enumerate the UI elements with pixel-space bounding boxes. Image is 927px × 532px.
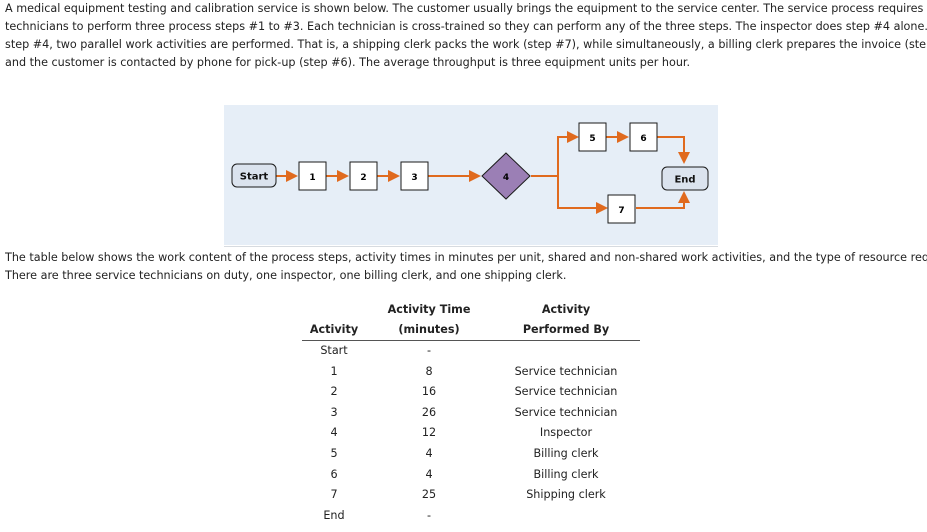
process-flow-svg: Start 1 2 3 4 5 6 7 End bbox=[231, 122, 709, 224]
table-row: End - bbox=[302, 506, 640, 527]
step-label-3: 3 bbox=[411, 173, 417, 183]
table-row: 7 25 Shipping clerk bbox=[302, 485, 640, 506]
process-flow-diagram: Start 1 2 3 4 5 6 7 End bbox=[224, 105, 718, 245]
cell-performed-by: Shipping clerk bbox=[526, 488, 606, 502]
header-spacer bbox=[302, 300, 366, 320]
cell-time: 8 bbox=[425, 364, 433, 378]
cell-activity: Start bbox=[320, 344, 348, 357]
step-label-7: 7 bbox=[618, 206, 624, 216]
table-intro-line: The table below shows the work content o… bbox=[5, 251, 927, 264]
header-by-line2: Performed By bbox=[492, 320, 640, 341]
cell-activity: 1 bbox=[330, 364, 338, 378]
step-label-2: 2 bbox=[360, 173, 366, 183]
arrow-7-end bbox=[636, 191, 690, 209]
intro-paragraph: A medical equipment testing and calibrat… bbox=[5, 0, 927, 72]
table-intro-paragraph: The table below shows the work content o… bbox=[5, 249, 927, 285]
table-row: 5 4 Billing clerk bbox=[302, 444, 640, 465]
cell-time: 12 bbox=[421, 426, 437, 440]
start-label: Start bbox=[240, 172, 269, 183]
cell-performed-by: Billing clerk bbox=[533, 446, 599, 460]
header-time-line1: Activity Time bbox=[387, 303, 471, 316]
arrow-4-7 bbox=[557, 176, 608, 214]
cell-activity: 3 bbox=[330, 405, 338, 419]
cell-activity: 2 bbox=[330, 385, 338, 399]
cell-activity: 7 bbox=[330, 488, 338, 502]
arrow-6-end bbox=[657, 136, 690, 164]
diagram-divider bbox=[224, 246, 718, 247]
inspection-diamond bbox=[481, 152, 531, 200]
table-row: 6 4 Billing clerk bbox=[302, 465, 640, 486]
activity-table: Activity Time Activity Activity (minutes… bbox=[302, 300, 640, 526]
intro-line: A medical equipment testing and calibrat… bbox=[5, 2, 927, 15]
cell-time: 26 bbox=[421, 405, 437, 419]
table-row: 2 16 Service technician bbox=[302, 382, 640, 403]
end-terminal bbox=[661, 166, 709, 191]
header-time-line2: (minutes) bbox=[366, 320, 492, 341]
table-row: Start - bbox=[302, 341, 640, 362]
step-label-6: 6 bbox=[640, 134, 646, 144]
step-box-5 bbox=[578, 122, 607, 152]
intro-line: technicians to perform three process ste… bbox=[5, 20, 927, 33]
step-box-3 bbox=[400, 161, 429, 191]
cell-performed-by bbox=[492, 341, 640, 362]
intro-line: step #4, two parallel work activities ar… bbox=[5, 38, 927, 51]
step-box-1 bbox=[298, 161, 327, 191]
cell-performed-by: Service technician bbox=[514, 364, 618, 378]
step-box-2 bbox=[349, 161, 378, 191]
cell-activity: 6 bbox=[330, 467, 338, 481]
cell-time: 25 bbox=[421, 488, 437, 502]
table-intro-line: There are three service technicians on d… bbox=[5, 269, 567, 282]
table-header-row-top: Activity Time Activity bbox=[302, 300, 640, 320]
step-label-4: 4 bbox=[503, 173, 509, 183]
cell-activity: 5 bbox=[330, 446, 338, 460]
table-row: 4 12 Inspector bbox=[302, 423, 640, 444]
cell-time: - bbox=[426, 344, 432, 357]
table-header-row-bottom: Activity (minutes) Performed By bbox=[302, 320, 640, 341]
cell-time: 4 bbox=[425, 467, 433, 481]
cell-performed-by: Service technician bbox=[514, 385, 618, 399]
step-label-5: 5 bbox=[589, 134, 595, 144]
cell-performed-by: Service technician bbox=[514, 405, 618, 419]
cell-performed-by: Inspector bbox=[539, 426, 593, 440]
intro-line: and the customer is contacted by phone f… bbox=[5, 56, 691, 69]
cell-performed-by: Billing clerk bbox=[533, 467, 599, 481]
cell-time: - bbox=[426, 508, 432, 522]
step-label-1: 1 bbox=[309, 173, 315, 183]
header-activity: Activity bbox=[302, 320, 366, 341]
end-label: End bbox=[674, 175, 695, 186]
start-terminal bbox=[231, 163, 277, 188]
cell-time: 4 bbox=[425, 446, 433, 460]
table-row: 3 26 Service technician bbox=[302, 403, 640, 424]
step-box-7 bbox=[607, 194, 636, 224]
step-box-6 bbox=[629, 122, 658, 152]
arrow-4-5 bbox=[531, 131, 579, 177]
cell-activity: End bbox=[323, 508, 345, 522]
flow-arrows bbox=[275, 131, 690, 214]
cell-time: 16 bbox=[421, 385, 437, 399]
cell-performed-by bbox=[492, 506, 640, 527]
cell-activity: 4 bbox=[330, 426, 338, 440]
table-row: 1 8 Service technician bbox=[302, 362, 640, 383]
header-by-line1: Activity bbox=[541, 303, 591, 316]
